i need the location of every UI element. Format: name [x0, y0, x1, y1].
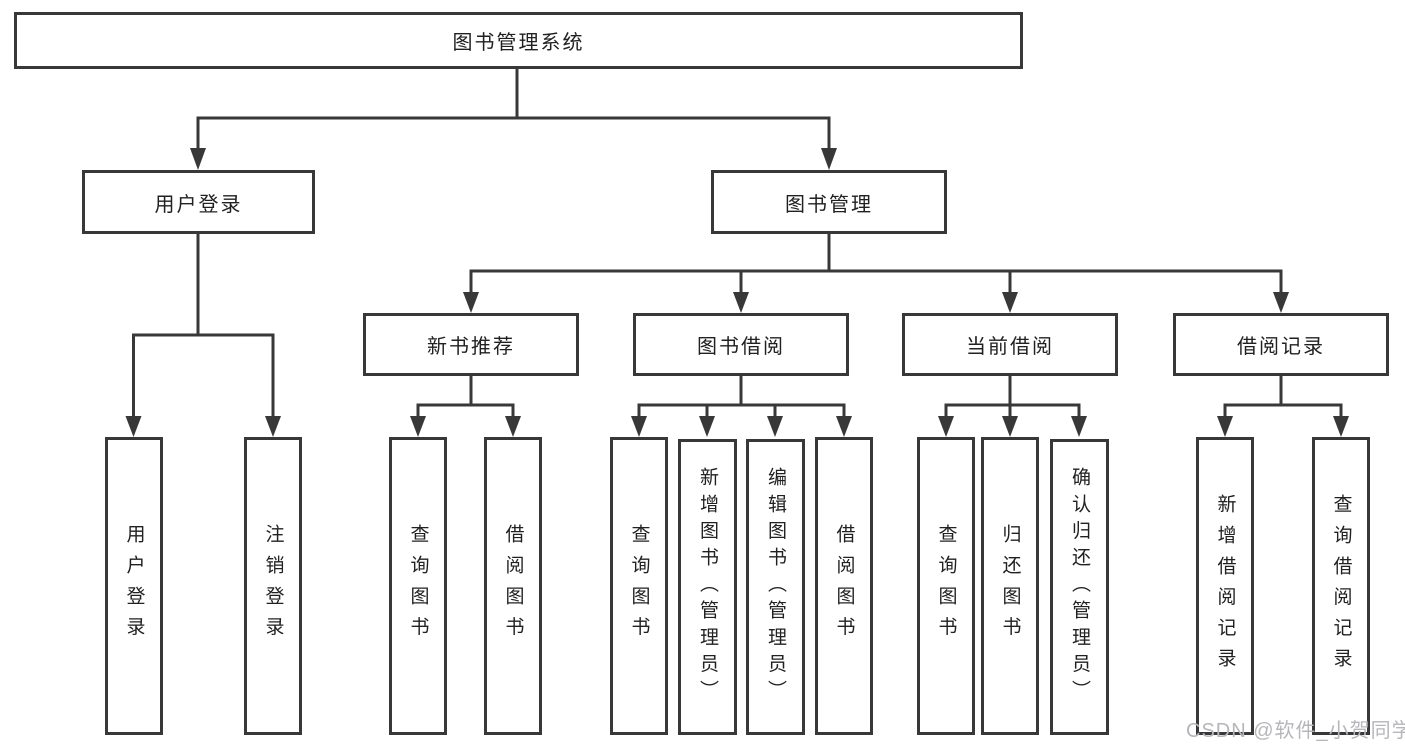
node-user-login-leaf-label: 用户登录 [123, 524, 145, 648]
node-query-books-under-current: 查询图书 [917, 437, 975, 735]
node-query-borrow-record-label: 查询借阅记录 [1330, 493, 1352, 679]
node-book-borrow: 图书借阅 [633, 313, 849, 376]
node-borrow-record-label: 借阅记录 [1237, 336, 1325, 358]
node-query-books-under-current-label: 查询图书 [935, 524, 957, 648]
node-user-login: 用户登录 [82, 170, 315, 234]
node-confirm-return-admin-label: 确认归还（管理员） [1069, 467, 1090, 707]
node-edit-books-admin: 编辑图书（管理员） [746, 439, 805, 735]
node-add-books-admin: 新增图书（管理员） [678, 439, 737, 735]
node-add-borrow-record: 新增借阅记录 [1196, 437, 1254, 735]
edge-book-borrow-to-leaves [631, 373, 852, 437]
node-query-books-under-recommend: 查询图书 [389, 437, 447, 735]
node-logout-leaf: 注销登录 [244, 437, 302, 735]
node-query-books-under-recommend-label: 查询图书 [407, 524, 429, 648]
node-root: 图书管理系统 [14, 12, 1023, 69]
node-book-borrow-label: 图书借阅 [697, 336, 785, 358]
node-query-books-under-borrow-label: 查询图书 [628, 524, 650, 648]
node-add-borrow-record-label: 新增借阅记录 [1214, 493, 1236, 679]
node-borrow-books-under-borrow-label: 借阅图书 [833, 524, 855, 648]
node-user-login-leaf: 用户登录 [105, 437, 163, 735]
node-return-books-label: 归还图书 [999, 524, 1021, 648]
node-query-borrow-record: 查询借阅记录 [1312, 437, 1370, 735]
node-borrow-books-under-borrow: 借阅图书 [815, 437, 873, 735]
node-current-borrow: 当前借阅 [902, 313, 1118, 376]
edge-root-to-level1 [190, 66, 837, 170]
node-new-book-recommend: 新书推荐 [363, 313, 579, 376]
node-query-books-under-borrow: 查询图书 [610, 437, 668, 735]
node-borrow-record: 借阅记录 [1173, 313, 1389, 376]
edge-current-borrow-to-leaves [938, 373, 1087, 437]
edge-new-book-to-leaves [410, 373, 521, 437]
node-book-mgmt: 图书管理 [711, 170, 947, 234]
node-edit-books-admin-label: 编辑图书（管理员） [765, 467, 786, 707]
edge-borrow-record-to-leaves [1217, 373, 1349, 437]
node-new-book-recommend-label: 新书推荐 [427, 336, 515, 358]
edge-user-login-to-leaves [125, 232, 281, 437]
node-confirm-return-admin: 确认归还（管理员） [1050, 439, 1109, 735]
node-borrow-books-under-recommend-label: 借阅图书 [502, 524, 524, 648]
node-return-books: 归还图书 [981, 437, 1039, 735]
node-borrow-books-under-recommend: 借阅图书 [484, 437, 542, 735]
watermark: CSDN @软件_小贺同学 [1186, 720, 1405, 742]
node-current-borrow-label: 当前借阅 [966, 336, 1054, 358]
node-add-books-admin-label: 新增图书（管理员） [697, 467, 718, 707]
node-book-mgmt-label: 图书管理 [785, 193, 873, 216]
node-user-login-label: 用户登录 [154, 193, 243, 216]
node-logout-leaf-label: 注销登录 [262, 524, 284, 648]
edge-book-mgmt-to-level2 [463, 232, 1289, 313]
node-root-label: 图书管理系统 [452, 32, 585, 54]
